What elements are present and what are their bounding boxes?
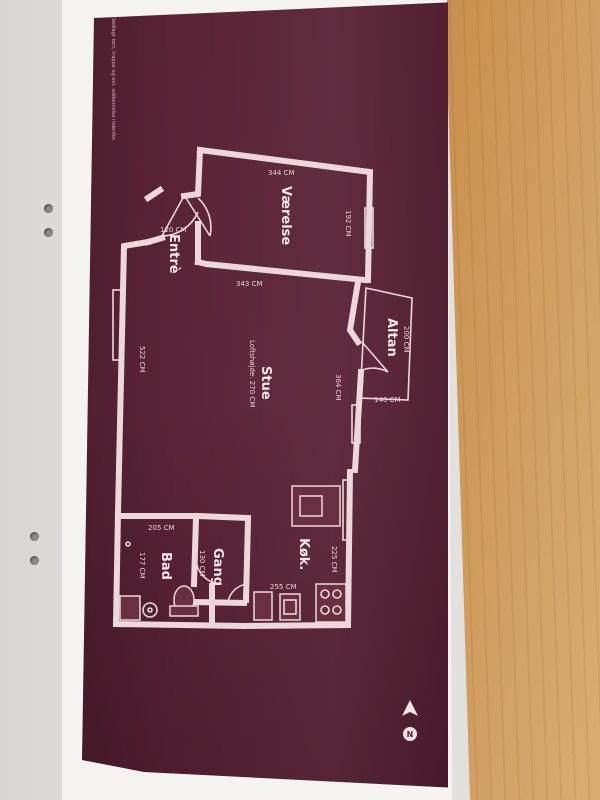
balcony <box>359 287 413 401</box>
room-label-entre: Entrè <box>166 234 181 274</box>
room-label-stue: Stue <box>258 366 273 400</box>
binder-hole <box>30 556 39 565</box>
north-arrow-icon: N <box>402 700 418 741</box>
dim-255: 255 CM <box>270 583 297 591</box>
binder-hole <box>44 228 53 237</box>
room-label-altan: Altan <box>384 318 399 357</box>
dim-140: 140 CM <box>374 396 401 404</box>
dim-205: 205 CM <box>148 524 175 532</box>
kitchen-fixtures <box>253 485 347 623</box>
binder-hole <box>44 204 53 213</box>
dim-225: 225 CM <box>330 546 338 573</box>
dim-89: 89 CM <box>214 622 236 630</box>
dim-177: 177 CM <box>138 552 146 579</box>
walls <box>112 146 374 630</box>
room-label-bad: Bad <box>158 552 173 580</box>
binder-hole <box>30 532 39 541</box>
windows <box>112 207 374 541</box>
dim-192: 192 CM <box>344 210 352 237</box>
floor-plan-background <box>82 0 448 790</box>
dim-522: 522 CM <box>138 346 146 373</box>
dim-343: 343 CM <box>236 280 263 288</box>
dim-200: 200 CM <box>402 326 410 353</box>
dim-130: 130 CM <box>198 550 206 577</box>
compass-label: N <box>407 730 414 739</box>
dim-344: 344 CM <box>268 169 295 177</box>
room-label-koek: Køk. <box>296 538 311 570</box>
stue-ceiling-height: Loftshøjde: 270 CM <box>248 340 256 407</box>
dim-364: 364 CM <box>334 374 342 401</box>
dim-120: 120 CM <box>160 226 187 234</box>
header-note: Vedlagt kort, trappe og evt. uddannelse … <box>110 18 116 142</box>
bathroom-fixtures <box>119 541 199 621</box>
doors <box>161 195 389 603</box>
room-label-gang: Gang <box>210 548 225 586</box>
room-label-vaerelse: Værelse <box>278 186 293 245</box>
